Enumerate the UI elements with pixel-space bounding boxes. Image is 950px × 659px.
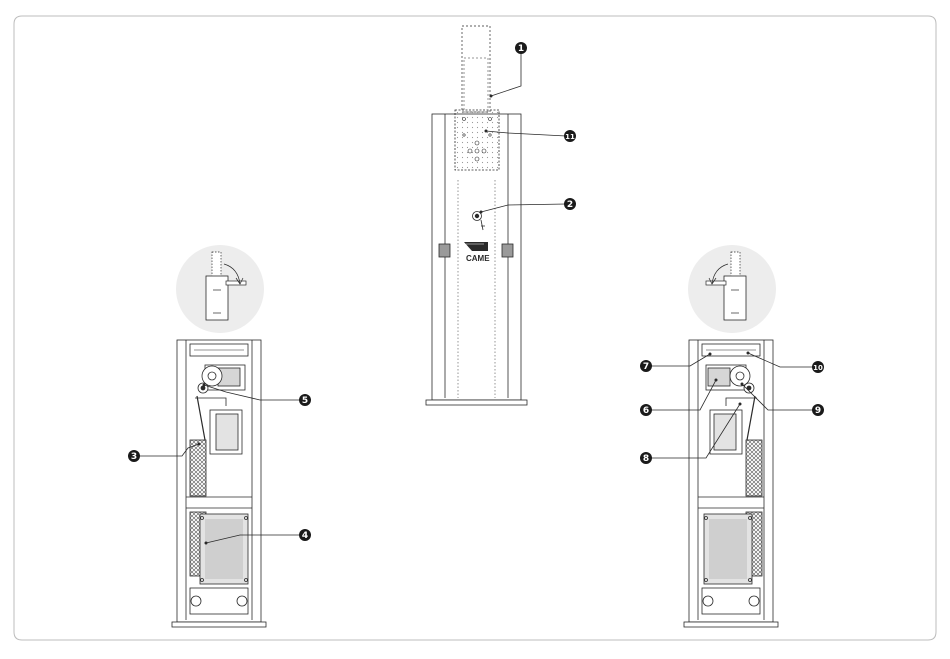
left-cabinet <box>172 340 266 627</box>
svg-text:8: 8 <box>643 454 649 464</box>
boom-outline <box>462 26 490 112</box>
came-logo-text: CAME <box>466 254 490 263</box>
callout-8: 8 <box>640 452 652 464</box>
callout-6: 6 <box>640 404 652 416</box>
right-cabinet <box>684 340 778 627</box>
svg-text:1: 1 <box>518 44 524 54</box>
spring-upper <box>746 440 762 496</box>
reflector-right <box>502 244 513 257</box>
svg-text:11: 11 <box>565 133 575 141</box>
barrier-front-view <box>426 26 527 405</box>
svg-text:5: 5 <box>302 396 308 406</box>
callout-1: 1 <box>515 42 527 54</box>
svg-text:4: 4 <box>302 531 308 541</box>
callout-7: 7 <box>640 360 652 372</box>
left-inset-circle <box>176 245 264 333</box>
svg-text:10: 10 <box>813 364 823 372</box>
svg-text:7: 7 <box>643 362 649 372</box>
svg-text:3: 3 <box>131 452 137 462</box>
callout-11: 11 <box>564 130 576 142</box>
svg-text:9: 9 <box>815 406 821 416</box>
callout-9: 9 <box>812 404 824 416</box>
svg-text:2: 2 <box>567 200 573 210</box>
callout-2: 2 <box>564 198 576 210</box>
spring-upper <box>190 440 206 496</box>
svg-text:6: 6 <box>643 406 649 416</box>
callout-5: 5 <box>299 394 311 406</box>
callout-3: 3 <box>128 450 140 462</box>
callout-4: 4 <box>299 529 311 541</box>
right-inset-circle <box>688 245 776 333</box>
reflector-left <box>439 244 450 257</box>
callout-10: 10 <box>812 361 824 373</box>
cabinet-base <box>426 400 527 405</box>
